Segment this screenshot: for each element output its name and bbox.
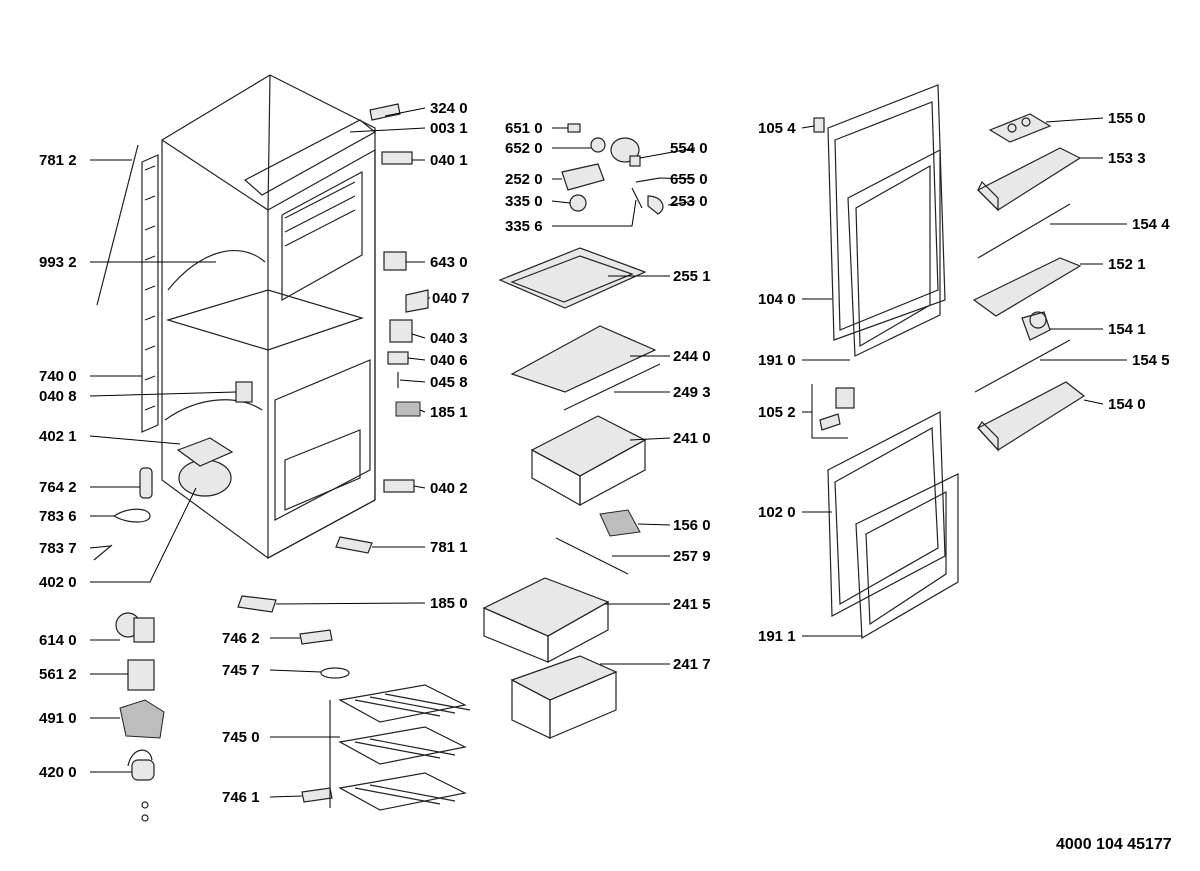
part-label-241-0: 241 0 [673,430,711,447]
part-label-651-0: 651 0 [505,120,543,137]
part-label-244-0: 244 0 [673,348,711,365]
part-labels: 324 0 003 1 040 1 781 2 993 2 643 0 040 … [39,100,1172,853]
part-label-003-1: 003 1 [430,120,468,137]
freezer-drawers-drawing [482,415,647,739]
part-label-993-2: 993 2 [39,254,77,271]
door-shelves-drawing [972,113,1086,452]
part-label-040-3: 040 3 [430,330,468,347]
leader-lines [89,107,1127,798]
part-label-257-9: 257 9 [673,548,711,565]
part-label-040-8: 040 8 [39,388,77,405]
wire-shelves-drawing [329,684,471,811]
part-label-554-0: 554 0 [670,140,708,157]
part-label-154-4: 154 4 [1132,216,1170,233]
part-label-252-0: 252 0 [505,171,543,188]
document-number: 4000 104 45177 [1056,836,1172,853]
part-label-402-1: 402 1 [39,428,77,445]
part-label-781-2: 781 2 [39,152,77,169]
part-label-643-0: 643 0 [430,254,468,271]
glass-shelves-drawing [498,247,661,411]
part-label-040-2: 040 2 [430,480,468,497]
part-label-154-5: 154 5 [1132,352,1170,369]
part-label-040-1: 040 1 [430,152,468,169]
part-label-324-0: 324 0 [430,100,468,117]
part-label-655-0: 655 0 [670,171,708,188]
part-label-783-6: 783 6 [39,508,77,525]
part-label-420-0: 420 0 [39,764,77,781]
part-label-191-0: 191 0 [758,352,796,369]
part-label-156-0: 156 0 [673,517,711,534]
part-label-561-2: 561 2 [39,666,77,683]
part-label-652-0: 652 0 [505,140,543,157]
part-label-154-1: 154 1 [1108,321,1146,338]
part-label-781-1: 781 1 [430,539,468,556]
part-label-614-0: 614 0 [39,632,77,649]
part-label-154-0: 154 0 [1108,396,1146,413]
part-label-255-1: 255 1 [673,268,711,285]
part-label-040-7: 040 7 [432,290,470,307]
part-label-153-3: 153 3 [1108,150,1146,167]
part-label-155-0: 155 0 [1108,110,1146,127]
part-label-241-5: 241 5 [673,596,711,613]
fridge-cabinet-drawing [96,74,377,560]
part-label-105-2: 105 2 [758,404,796,421]
part-label-105-4: 105 4 [758,120,796,137]
part-label-491-0: 491 0 [39,710,77,727]
part-label-253-0: 253 0 [670,193,708,210]
part-label-045-8: 045 8 [430,374,468,391]
part-label-746-1: 746 1 [222,789,260,806]
part-label-191-1: 191 1 [758,628,796,645]
part-label-102-0: 102 0 [758,504,796,521]
part-label-783-7: 783 7 [39,540,77,557]
control-unit-drawing [561,123,664,215]
part-label-764-2: 764 2 [39,479,77,496]
part-label-746-2: 746 2 [222,630,260,647]
part-label-152-1: 152 1 [1108,256,1146,273]
part-label-745-7: 745 7 [222,662,260,679]
part-label-335-0: 335 0 [505,193,543,210]
part-label-185-1: 185 1 [430,404,468,421]
part-label-402-0: 402 0 [39,574,77,591]
cabinet-small-parts [93,103,429,803]
doors-drawing [813,84,959,640]
part-label-745-0: 745 0 [222,729,260,746]
part-label-249-3: 249 3 [673,384,711,401]
part-label-335-6: 335 6 [505,218,543,235]
part-label-185-0: 185 0 [430,595,468,612]
electrical-parts-drawing [115,612,165,822]
part-label-740-0: 740 0 [39,368,77,385]
part-label-040-6: 040 6 [430,352,468,369]
part-label-104-0: 104 0 [758,291,796,308]
part-label-241-7: 241 7 [673,656,711,673]
